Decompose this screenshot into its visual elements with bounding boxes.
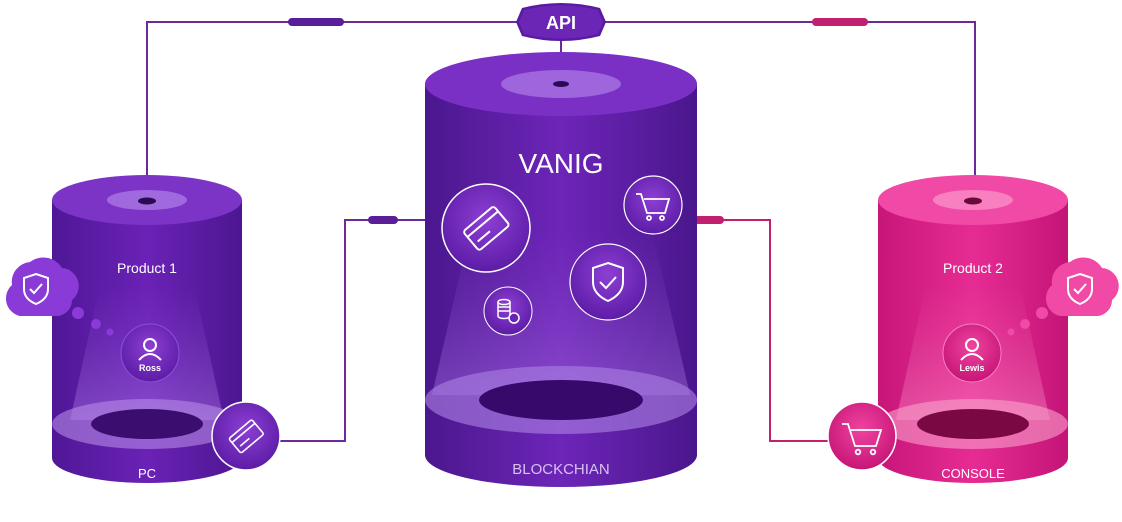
center-cylinder: VANIG BLOCKCHIAN [425, 52, 697, 487]
center-right-connector [694, 216, 724, 224]
api-badge: API [516, 3, 606, 41]
center-base-label: BLOCKCHIAN [512, 461, 610, 478]
user-icon [138, 338, 162, 361]
left-user-avatar: Ross [120, 323, 180, 383]
shield-check-icon [592, 261, 624, 303]
left-product-title: Product 1 [117, 260, 177, 276]
right-cloud-bubble [1007, 257, 1119, 336]
left-cloud-bubble [5, 257, 114, 336]
credit-card-icon [228, 419, 264, 454]
api-label: API [546, 13, 576, 33]
left-center-line [280, 219, 428, 442]
center-cart-badge[interactable] [623, 175, 683, 235]
api-left-connector [288, 18, 344, 26]
center-card-badge[interactable] [441, 183, 531, 273]
user-icon [960, 338, 984, 361]
right-cart-badge[interactable] [827, 401, 897, 471]
center-shield-badge[interactable] [569, 243, 647, 321]
connections [146, 18, 976, 442]
left-center-connector [368, 216, 398, 224]
center-right-line [680, 219, 830, 442]
shopping-cart-icon [636, 193, 671, 221]
right-product-title: Product 2 [943, 260, 1003, 276]
api-left-line [146, 21, 520, 198]
coins-icon [497, 298, 520, 324]
left-card-badge[interactable] [211, 401, 281, 471]
shopping-cart-icon [842, 423, 883, 456]
api-right-connector [812, 18, 868, 26]
right-user-name: Lewis [959, 363, 984, 373]
credit-card-icon [463, 206, 510, 251]
left-base-label: PC [138, 466, 156, 481]
center-title: VANIG [518, 148, 603, 179]
center-coins-badge[interactable] [483, 286, 533, 336]
api-right-line [604, 21, 976, 198]
shield-check-icon [1067, 272, 1093, 306]
right-base-label: CONSOLE [941, 466, 1005, 481]
left-user-name: Ross [139, 363, 161, 373]
shield-check-icon [23, 272, 49, 306]
right-user-avatar: Lewis [942, 323, 1002, 383]
